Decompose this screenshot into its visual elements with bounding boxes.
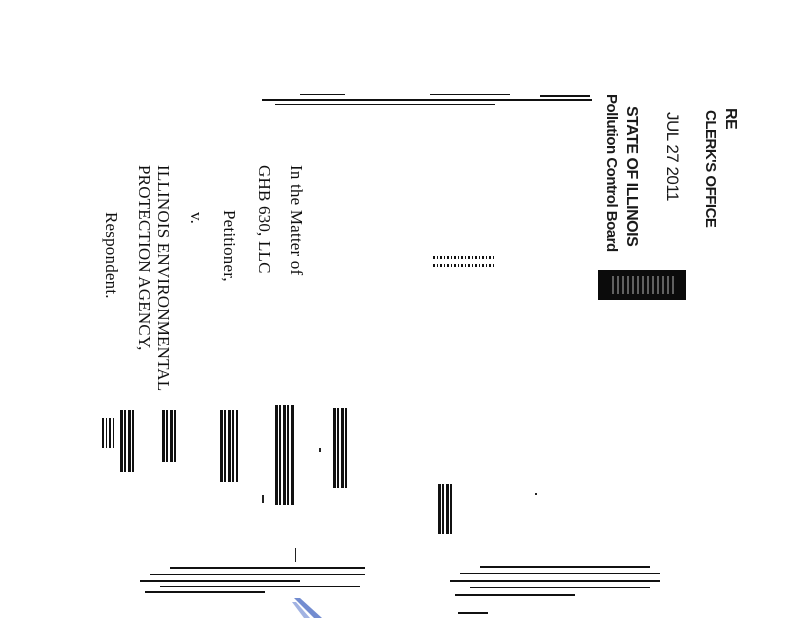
caption-petitioner-name: GHB 630, LLC (255, 165, 274, 274)
scan-garble-row-1 (333, 408, 347, 488)
scan-rule-bottom-9 (470, 587, 650, 588)
scan-rule-bottom-5 (145, 591, 265, 593)
scan-tick-2 (262, 495, 264, 503)
scan-garble-mid-1 (433, 256, 495, 259)
scan-garble-mid-2 (433, 264, 495, 267)
scan-rule-top-3 (540, 95, 590, 97)
scan-garble-row-4 (162, 410, 178, 462)
scan-rule-top-5 (430, 94, 510, 95)
scan-rule-top-2 (275, 104, 495, 105)
caption-petitioner-role: Petitioner, (220, 210, 239, 282)
caption-respondent-role: Respondent. (102, 212, 121, 299)
scan-rule-top-1 (262, 99, 592, 101)
stamp-date: JUL 27 2011 (663, 112, 682, 202)
scan-rule-bottom-4 (160, 586, 360, 587)
scan-rule-bottom-10 (455, 594, 575, 596)
scan-logo-block (598, 270, 686, 300)
scan-rule-bottom-8 (450, 580, 660, 582)
scan-tick-3 (535, 493, 537, 495)
scan-garble-row-2 (275, 405, 295, 505)
scan-garble-docket (438, 484, 454, 534)
scan-tick-1 (319, 448, 321, 452)
scan-tick-4 (295, 548, 296, 562)
scan-garble-row-6 (102, 418, 114, 448)
stamp-initials: RE (722, 108, 739, 130)
scan-rule-bottom-3 (140, 580, 300, 582)
scan-rule-bottom-7 (460, 573, 660, 574)
scan-garble-row-5 (120, 410, 136, 472)
scan-garble-row-3 (220, 410, 238, 482)
scan-rule-bottom-2 (150, 574, 365, 575)
scan-rule-bottom-1 (170, 567, 365, 569)
scan-logo-text (612, 276, 674, 294)
stamp-board: Pollution Control Board (603, 94, 620, 252)
caption-versus: v. (187, 212, 206, 225)
scan-rule-bottom-6 (480, 566, 650, 568)
caption-respondent-line2: PROTECTION AGENCY, (135, 165, 154, 351)
caption-respondent-line1: ILLINOIS ENVIRONMENTAL (154, 165, 173, 392)
scan-rule-bottom-11 (458, 612, 488, 614)
scan-rule-top-4 (300, 94, 345, 95)
stamp-clerks-office: CLERK'S OFFICE (702, 110, 719, 228)
blue-pen-mark (292, 598, 322, 618)
caption-in-the-matter-of: In the Matter of (287, 165, 306, 276)
stamp-state: STATE OF ILLINOIS (623, 106, 640, 247)
